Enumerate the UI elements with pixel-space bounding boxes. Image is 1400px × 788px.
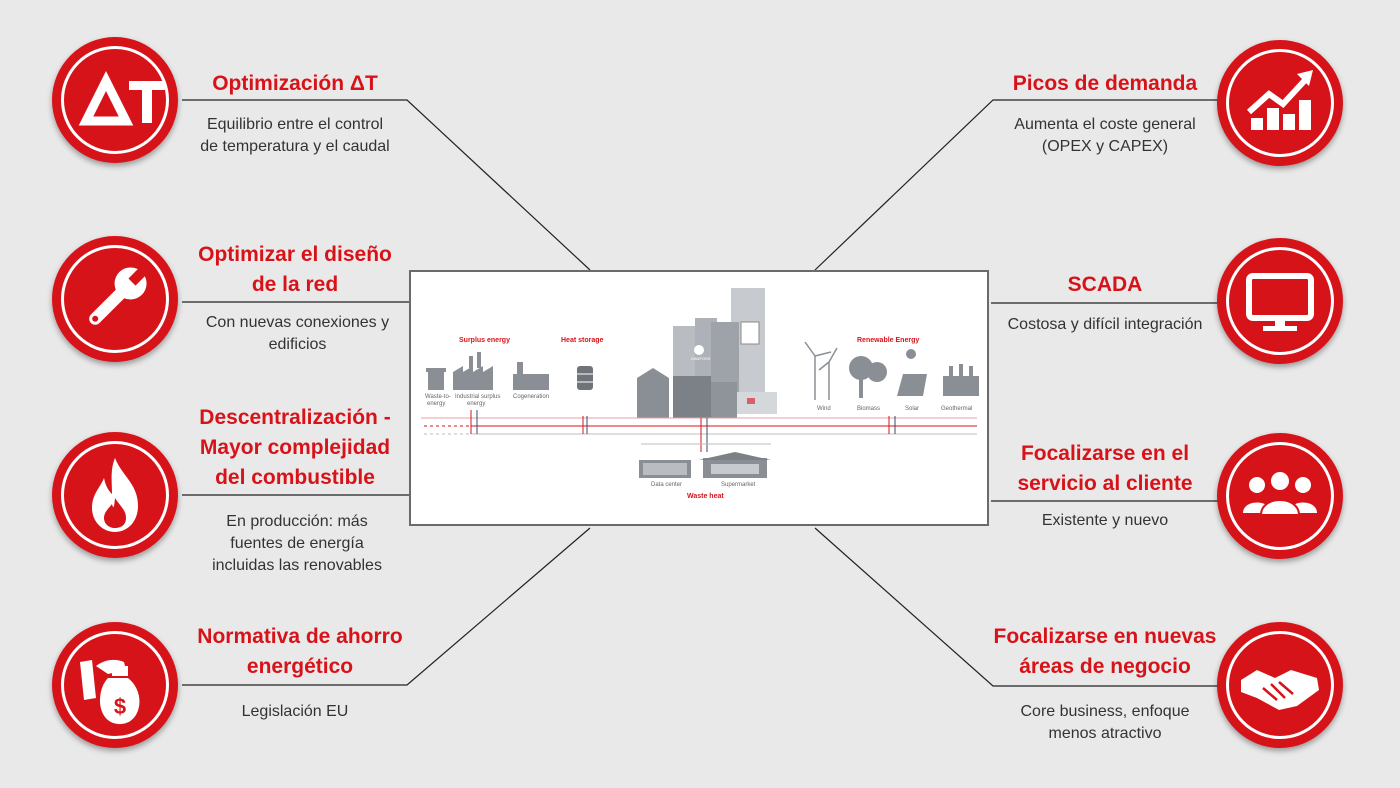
svg-text:Geothermal: Geothermal [941,406,972,412]
desc-servicio-cliente: Existente y nuevo [1041,512,1169,529]
heat-storage-barrel-icon [577,366,593,390]
industrial-factory-icon [453,352,493,390]
desc-scada: Costosa y difícil integración [1007,316,1203,333]
connector-right-4 [814,527,1218,687]
connector-left-1 [182,99,591,271]
waste-to-energy-icon [426,368,446,390]
district-heating-illustration: Surplus energy Heat storage Renewable En… [409,270,989,526]
pipe-network [421,410,977,452]
title-optimizacion-dt: Optimización ΔT [212,72,378,95]
city-buildings-icon: DANFOSS [637,288,777,418]
svg-text:Data center: Data center [651,482,682,488]
wind-turbines-icon [804,341,838,400]
cogeneration-icon [513,362,549,390]
svg-text:Wind: Wind [817,406,831,412]
data-center-icon [639,460,691,478]
svg-text:Solar: Solar [905,406,919,412]
svg-text:Waste-to-: Waste-to- [425,394,451,400]
rising-chart-icon [1246,70,1313,130]
label-renewable-energy: Renewable Energy [857,337,919,344]
connector-left-4 [182,527,591,686]
delta-t-icon [78,70,165,126]
title-scada: SCADA [1067,273,1143,296]
svg-text:Supermarket: Supermarket [721,482,756,488]
customers-icon [1243,470,1317,516]
badge-monitor [1217,238,1343,364]
title-picos-demanda: Picos de demanda [1012,72,1198,95]
badge-delta-t [52,37,178,163]
badge-handshake [1217,622,1343,748]
flame-icon [92,458,138,532]
svg-text:Industrial surplus: Industrial surplus [455,394,500,400]
badge-wrench [52,236,178,362]
handshake-icon [1241,670,1319,710]
label-brand: DANFOSS [691,356,711,361]
svg-text:Cogeneration: Cogeneration [513,394,549,400]
biomass-tree-icon [849,356,887,398]
wrench-icon [89,265,149,325]
desc-picos-demanda: Aumenta el coste general(OPEX y CAPEX) [1014,116,1196,155]
svg-text:$: $ [114,694,126,719]
geothermal-plant-icon [943,364,979,396]
badge-flame [52,432,178,558]
svg-text:energy: energy [427,401,445,407]
solar-panel-icon [897,349,927,396]
connector-right-1 [814,99,1218,271]
label-waste-heat: Waste heat [687,493,724,500]
svg-text:energy: energy [467,401,485,407]
monitor-icon [1246,273,1314,331]
badge-money-bag: $ [52,622,178,748]
svg-text:Biomass: Biomass [857,406,880,412]
badge-customers [1217,433,1343,559]
badge-rising-chart [1217,40,1343,166]
desc-normativa: Legislación EU [241,703,349,720]
label-heat-storage: Heat storage [561,337,604,344]
supermarket-icon [699,452,771,478]
money-bag-icon: $ [80,659,140,725]
label-surplus-energy: Surplus energy [459,337,510,344]
